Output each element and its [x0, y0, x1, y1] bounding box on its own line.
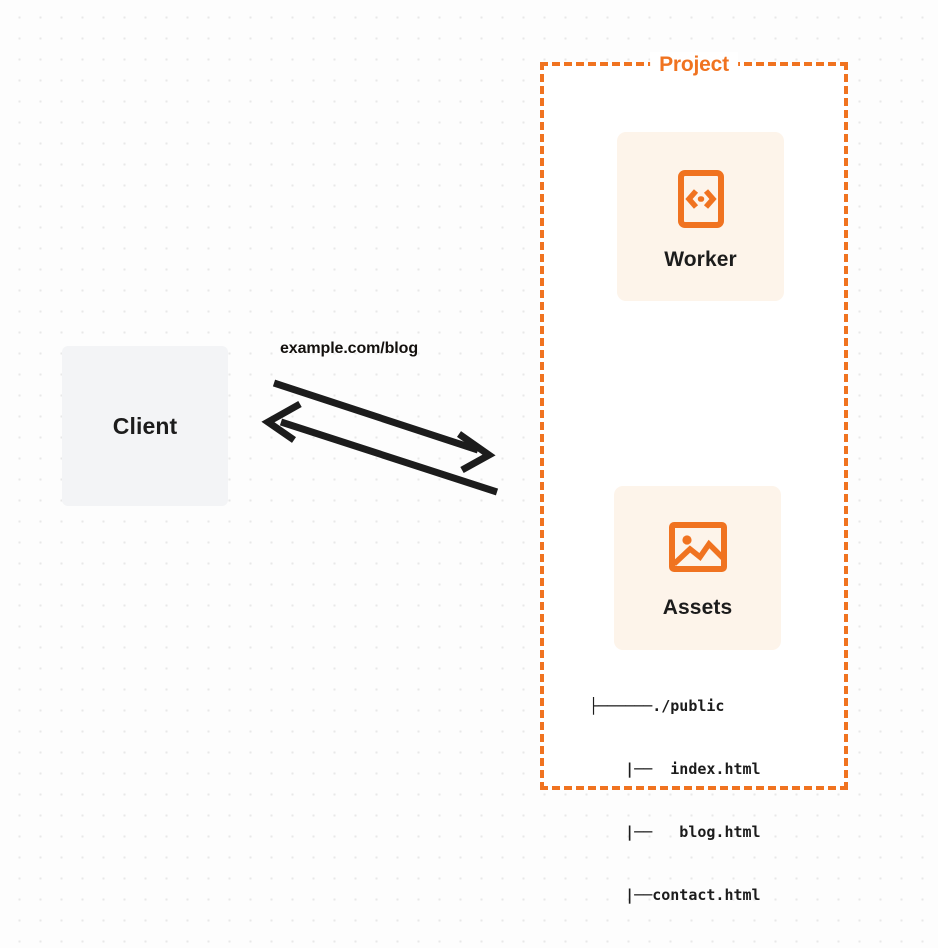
worker-node-label: Worker — [664, 248, 737, 271]
file-tree-row: ├──────./public — [589, 696, 761, 717]
file-tree-branch: ├────── — [589, 697, 653, 715]
file-tree-branch: |── — [589, 823, 653, 841]
file-tree-branch: |── — [589, 760, 653, 778]
file-tree-row: |── index.html — [589, 759, 761, 780]
file-tree-row: |── blog.html — [589, 822, 761, 843]
file-tree-name: index.html — [652, 760, 761, 778]
file-tree-name: ./public — [652, 697, 725, 715]
file-tree-name: blog.html — [652, 823, 761, 841]
worker-node[interactable]: Worker — [617, 132, 784, 301]
file-tree-row: |──contact.html — [589, 885, 761, 906]
response-arrow — [261, 400, 499, 496]
client-node-label: Client — [112, 412, 178, 439]
project-container: Project Worker Asset — [540, 52, 848, 904]
assets-node[interactable]: Assets — [614, 486, 781, 650]
assets-file-tree: ├──────./public |── index.html |── blog.… — [589, 654, 761, 948]
file-tree-name: contact.html — [652, 886, 761, 904]
code-document-icon — [670, 168, 732, 230]
project-title: Project — [650, 52, 738, 78]
client-node[interactable]: Client — [62, 346, 228, 506]
assets-node-label: Assets — [662, 596, 733, 619]
image-picture-icon — [667, 520, 729, 578]
file-tree-branch: |── — [589, 886, 653, 904]
connection-url-label: example.com/blog — [280, 340, 418, 357]
diagram-canvas: Client example.com/blog Project — [62, 52, 848, 904]
request-arrow — [272, 379, 496, 474]
